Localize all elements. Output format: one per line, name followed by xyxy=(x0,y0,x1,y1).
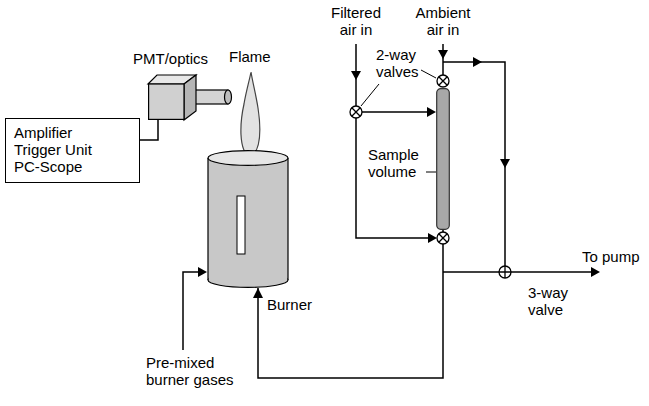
outlet-label: To pump xyxy=(582,248,640,265)
label-anchor: Ambient air in xyxy=(412,4,474,38)
node-text: Sample volume xyxy=(368,146,428,180)
gas-lines xyxy=(183,44,594,350)
valve-label: 3-way valve xyxy=(528,284,578,318)
pmt-housing-outline xyxy=(148,75,196,120)
inlet-label: Ambient air in xyxy=(412,4,474,38)
electronics-box: Amplifier Trigger Unit PC-Scope xyxy=(5,118,140,183)
inlet-label: Filtered air in xyxy=(325,4,387,38)
node-text: Burner xyxy=(267,296,312,313)
two-way-valve xyxy=(437,232,449,244)
node-text: Amplifier Trigger Unit PC-Scope xyxy=(6,119,114,180)
burner-cylinder-outline xyxy=(207,150,289,288)
two-way-valve xyxy=(350,106,362,118)
three-way-valve xyxy=(499,266,511,278)
two-way-valve xyxy=(437,75,449,87)
valve-label: 2-way valves xyxy=(376,46,426,80)
signal-cable xyxy=(140,120,158,140)
flame-label: Flame xyxy=(229,48,271,65)
label-anchor: 2-way valves xyxy=(376,46,426,80)
label-anchor: Pre-mixed burner gases xyxy=(146,354,242,388)
label-anchor: Flame xyxy=(229,48,271,65)
label-anchor: Filtered air in xyxy=(325,4,387,38)
burner-cylinder: Burner xyxy=(207,150,289,288)
sample-tube: Sample volume xyxy=(436,88,450,230)
flame-shape xyxy=(241,72,260,158)
label-anchor: 3-way valve xyxy=(528,284,578,318)
pmt-housing: PMT/optics xyxy=(148,75,196,120)
gas-label: Pre-mixed burner gases xyxy=(146,354,242,388)
label-anchor: To pump xyxy=(582,248,640,265)
sample-tube-outline xyxy=(436,88,450,230)
node-text: PMT/optics xyxy=(133,50,208,67)
